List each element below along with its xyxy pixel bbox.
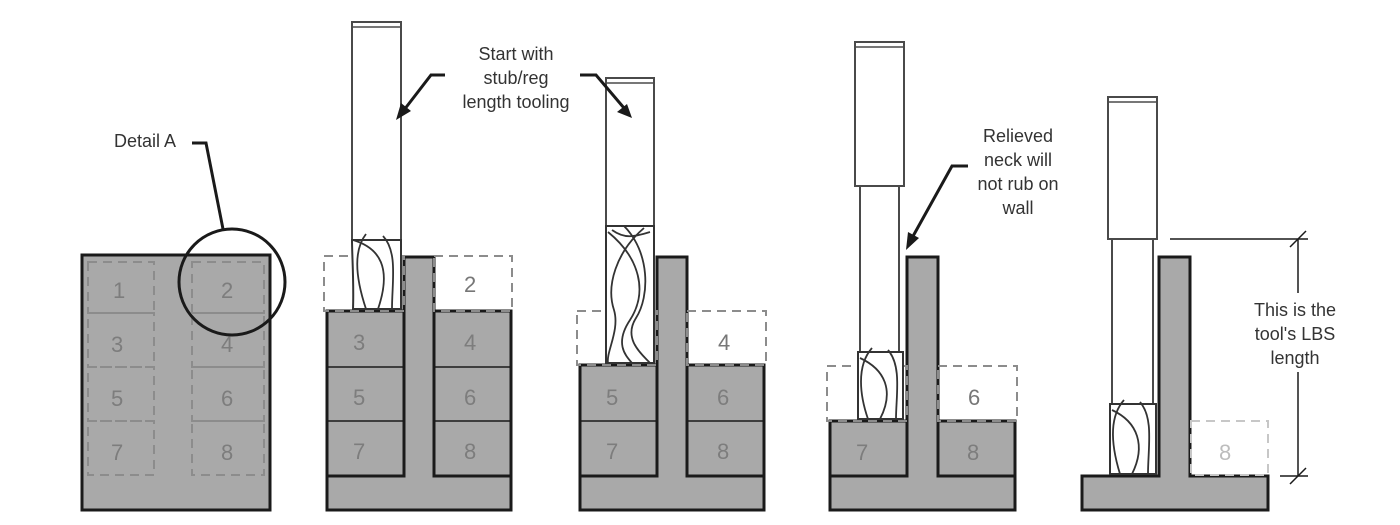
cell-label: 6 [717,385,729,410]
tool-shank [1107,96,1158,240]
panel-pass-4: 8 [1080,96,1308,512]
cell-label-4: 4 [221,332,233,357]
cell-label: 8 [717,439,729,464]
cell-label: 5 [353,385,365,410]
t-wall-section [1080,255,1270,512]
removed-cell-outline [433,255,513,312]
detail-a-circle [177,227,287,337]
tool-flutes [857,351,904,420]
stock-block [80,253,272,512]
detail-a-label: Detail A [114,131,176,151]
removed-cell-outline [937,365,1018,422]
tool-shank [351,21,402,243]
callout-start-line-3: length tooling [462,92,569,112]
callout-lbs-line-1: This is the [1254,300,1336,320]
callout-relieved-line-1: Relieved [983,126,1053,146]
cell-label: 8 [464,439,476,464]
cell-label-3: 3 [111,332,123,357]
callout-arrow-right [580,73,626,109]
removed-cell-outline [826,365,908,422]
end-mill-long-reach [1107,96,1158,475]
tool-shank [605,77,655,229]
cell-label: 7 [353,439,365,464]
callout-relieved-line-2: neck will [984,150,1052,170]
cell-outline-8 [191,420,265,476]
callout-start-with-stub: Start with stub/reg length tooling [396,44,632,120]
removed-cell-outline [686,310,767,366]
left-stock-block [325,309,406,478]
cell-label-1: 1 [113,278,125,303]
panel-pass-1: 2 3 5 7 4 6 8 [323,21,513,512]
removed-cell-outline [1190,420,1269,476]
cell-outline-7 [87,420,155,476]
callout-lbs-length: This is the tool's LBS length [1254,300,1336,368]
removed-cell-outline [323,255,405,312]
end-mill-relieved-neck [854,41,905,420]
cell-outline-6 [191,366,265,422]
removed-cell-label: 6 [968,385,980,410]
callout-relieved-line-3: not rub on [977,174,1058,194]
left-stock-block [828,419,909,478]
removed-cell-outline [576,310,658,366]
removed-cell-label: 2 [464,272,476,297]
callout-arrow-left [402,73,445,111]
callout-start-line-2: stub/reg [483,68,548,88]
removed-cell-label: 8 [1219,440,1231,465]
tool-flutes [350,239,402,310]
callout-relieved-line-4: wall [1001,198,1033,218]
callout-arrow [910,164,968,239]
tool-flutes [605,225,655,364]
lbs-dimension [1170,230,1308,485]
cell-label: 3 [353,330,365,355]
cell-label-8: 8 [221,440,233,465]
callout-lbs-line-3: length [1270,348,1319,368]
cell-label: 6 [464,385,476,410]
detail-a-leader [192,141,225,230]
tool-relieved-neck [1111,238,1154,407]
callout-start-line-1: Start with [478,44,553,64]
callout-relieved-neck: Relieved neck will not rub on wall [906,126,1059,250]
tool-relieved-neck [859,185,900,355]
cell-label: 7 [606,439,618,464]
cell-label: 4 [464,330,476,355]
cell-outline-4 [191,312,265,368]
callout-lbs-line-2: tool's LBS [1255,324,1335,344]
panel-pass-3: 6 7 8 [826,41,1018,512]
removed-cell-label: 4 [718,330,730,355]
cell-label: 7 [856,440,868,465]
end-mill-regular [605,77,655,364]
cell-label-6: 6 [221,386,233,411]
cell-label-5: 5 [111,386,123,411]
right-stock-block [936,419,1017,478]
cell-label: 8 [967,440,979,465]
cell-label-7: 7 [111,440,123,465]
cell-label-2: 2 [221,278,233,303]
cell-label: 5 [606,385,618,410]
tool-shank [854,41,905,187]
panel-stock-detail: 1 2 3 4 5 6 7 8 Detail A [80,131,287,512]
end-mill-stub [350,21,402,310]
panel-pass-2: 4 5 7 6 8 [576,77,767,512]
